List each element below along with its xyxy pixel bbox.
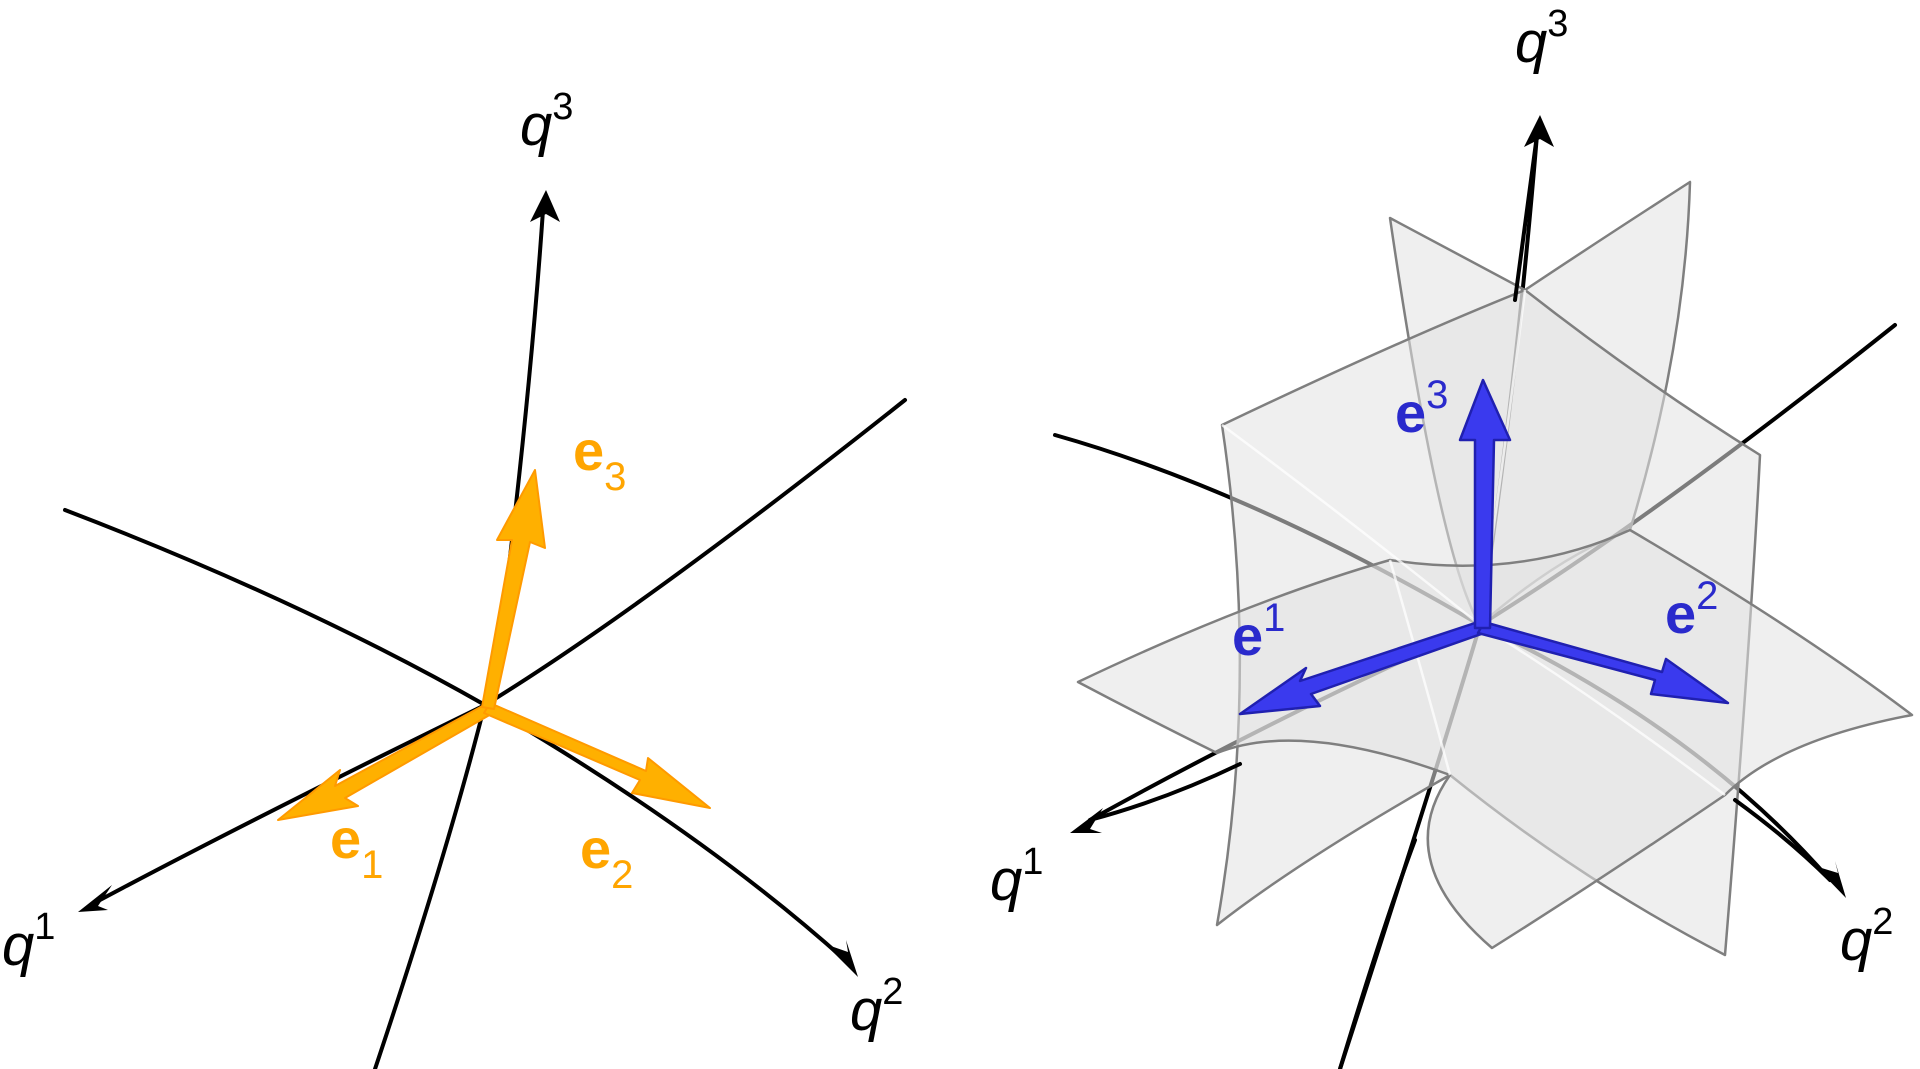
left-axis-label-q1: q1 bbox=[2, 906, 55, 978]
vector-label-e2-contra: e2 bbox=[1665, 574, 1718, 645]
vector-e1-arrow bbox=[277, 702, 494, 821]
vector-e2-arrow bbox=[483, 702, 711, 809]
right-axis-label-q3: q3 bbox=[1515, 3, 1568, 75]
right-curve-q3-top bbox=[1513, 133, 1539, 302]
surface-intersection-1 bbox=[1388, 559, 1452, 776]
left-axis-label-q2: q2 bbox=[850, 971, 903, 1043]
left-covariant-vectors bbox=[277, 469, 711, 821]
left-arrowhead-q2 bbox=[825, 940, 858, 977]
right-contravariant-vectors bbox=[1238, 378, 1730, 716]
left-arrowhead-q1 bbox=[78, 885, 112, 912]
right-arrowhead-q3 bbox=[1524, 115, 1554, 147]
vector-e3-arrow bbox=[481, 469, 546, 710]
vector-e3-contra-arrow bbox=[1458, 378, 1512, 630]
right-arrowhead-q2 bbox=[1815, 861, 1846, 898]
right-axis-label-q2: q2 bbox=[1840, 901, 1893, 973]
left-axis-label-q3: q3 bbox=[520, 86, 573, 158]
right-panel: q1 q2 q3 e1 e2 e3 bbox=[990, 3, 1914, 1069]
left-curve-q3 bbox=[373, 208, 545, 1069]
left-curve-q2 bbox=[481, 398, 907, 962]
vector-label-e3-contra: e3 bbox=[1395, 373, 1448, 444]
right-curve-q2-front bbox=[1733, 798, 1832, 882]
vector-label-e2: e2 bbox=[580, 817, 633, 897]
vector-e2-contra-arrow bbox=[1476, 620, 1730, 705]
right-curve-q1-front bbox=[1088, 762, 1242, 822]
left-panel: q1 q2 q3 e1 e2 e3 bbox=[2, 86, 907, 1069]
vector-label-e1-contra: e1 bbox=[1232, 596, 1285, 667]
right-arrowhead-q1 bbox=[1070, 808, 1103, 833]
right-axis-label-q1: q1 bbox=[990, 841, 1043, 913]
vector-e1-contra-arrow bbox=[1238, 620, 1486, 716]
right-curve-q3-front bbox=[1338, 838, 1417, 1069]
vector-label-e3: e3 bbox=[573, 419, 626, 499]
left-curve-q1 bbox=[63, 508, 490, 902]
vector-label-e1: e1 bbox=[330, 807, 383, 887]
surface-horizontal bbox=[1076, 528, 1914, 950]
left-arrowhead-q3 bbox=[530, 190, 560, 222]
